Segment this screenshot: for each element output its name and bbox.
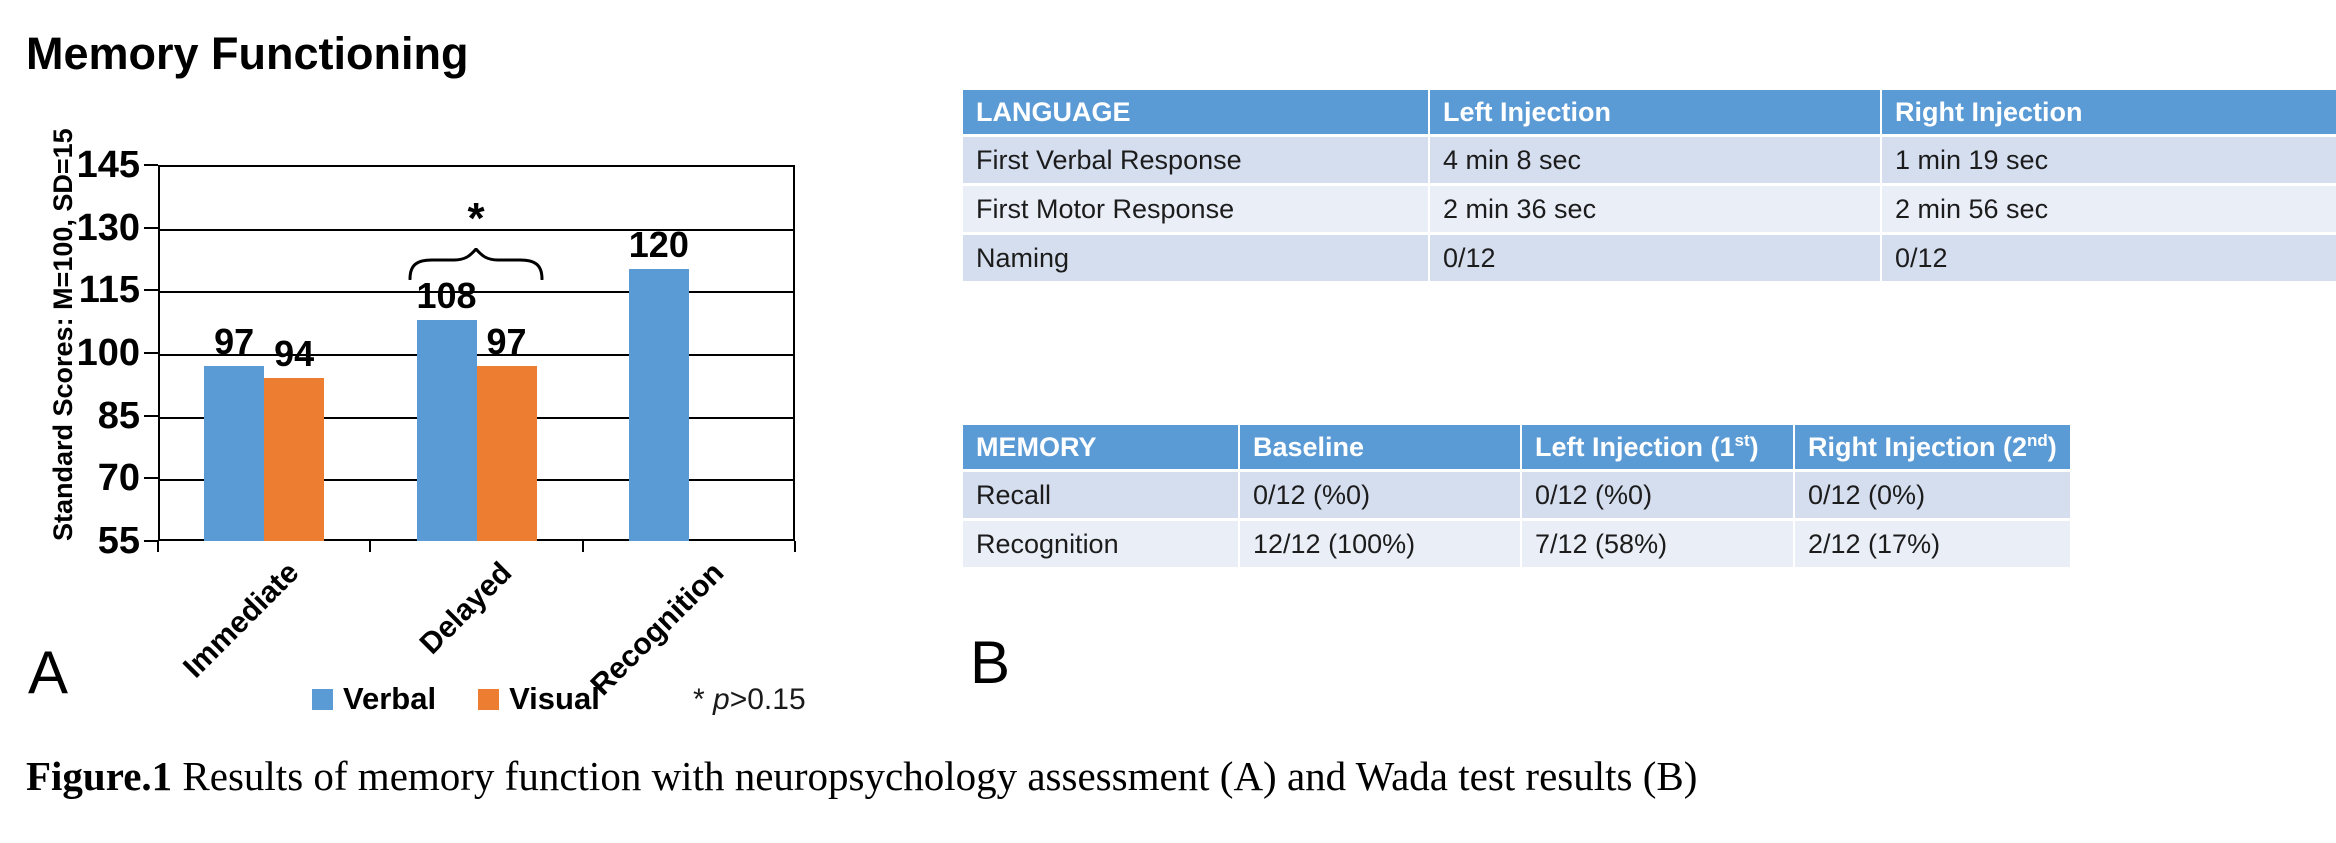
y-tick-145 <box>144 164 158 166</box>
memory-table-cell-1-2: 7/12 (58%) <box>1522 521 1795 570</box>
x-tick-2 <box>581 541 584 552</box>
memory-table-cell-1-1: 12/12 (100%) <box>1240 521 1522 570</box>
memory-table-header-0: MEMORY <box>963 425 1240 472</box>
memory-table-cell-1-0: Recognition <box>963 521 1240 570</box>
memory-table-header-2: Left Injection (1st) <box>1522 425 1795 472</box>
x-category-label-delayed: Delayed <box>413 556 518 661</box>
x-tick-1 <box>369 541 372 552</box>
significance-note: * p>0.15 <box>693 683 806 717</box>
x-tick-0 <box>157 541 159 552</box>
memory-table-header-3-sup: nd <box>2027 430 2048 450</box>
memory-table-cell-0-0: Recall <box>963 472 1240 521</box>
memory-table-header-2-sup: st <box>1734 430 1750 450</box>
language-table-cell-1-1: 2 min 36 sec <box>1430 186 1882 235</box>
language-table-cell-1-2: 2 min 56 sec <box>1882 186 2336 235</box>
language-table-cell-0-2: 1 min 19 sec <box>1882 137 2336 186</box>
memory-table-header-1: Baseline <box>1240 425 1522 472</box>
y-tick-115 <box>144 289 158 292</box>
significance-brace <box>408 246 544 281</box>
note-rest: >0.15 <box>729 683 806 716</box>
gridline-130 <box>160 228 793 231</box>
memory-table-cell-0-3: 0/12 (0%) <box>1795 472 2072 521</box>
legend-item-visual: Visual <box>478 681 600 717</box>
legend-swatch-visual <box>478 688 500 710</box>
memory-table-cell-0-1: 0/12 (%0) <box>1240 472 1522 521</box>
memory-table-cell-0-2: 0/12 (%0) <box>1522 472 1795 521</box>
y-tick-55 <box>144 540 158 542</box>
caption-text: Results of memory function with neuropsy… <box>172 753 1698 799</box>
language-table-header-2: Right Injection <box>1882 90 2336 137</box>
language-table-header-0: LANGUAGE <box>963 90 1430 137</box>
gridline-100 <box>160 354 793 356</box>
language-table-cell-2-2: 0/12 <box>1882 235 2336 284</box>
gridline-115 <box>160 291 793 294</box>
gridline-85 <box>160 416 793 419</box>
y-tick-100 <box>144 352 158 354</box>
language-table-cell-0-0: First Verbal Response <box>963 137 1430 186</box>
legend-item-verbal: Verbal <box>312 681 436 717</box>
note-star: * <box>693 683 705 716</box>
legend-label-verbal: Verbal <box>343 681 437 716</box>
gridline-70 <box>160 479 793 482</box>
chart-title: Memory Functioning <box>26 28 469 79</box>
language-table-cell-2-0: Naming <box>963 235 1430 284</box>
x-category-label-recognition: Recognition <box>584 556 731 702</box>
memory-table-cell-1-3: 2/12 (17%) <box>1795 521 2072 570</box>
legend-label-visual: Visual <box>509 681 600 716</box>
legend-swatch-verbal <box>312 688 333 710</box>
memory-table-header-3: Right Injection (2nd) <box>1795 425 2072 472</box>
x-tick-3 <box>794 541 796 552</box>
language-table-header-1: Left Injection <box>1430 90 1882 137</box>
language-table-cell-0-1: 4 min 8 sec <box>1430 137 1882 186</box>
x-category-label-immediate: Immediate <box>177 556 306 685</box>
y-axis-title: Standard Scores: M=100, SD=15 <box>48 128 78 541</box>
panel-a-label: A <box>28 639 69 706</box>
language-table-cell-1-0: First Motor Response <box>963 186 1430 235</box>
chart-legend: Verbal Visual <box>312 681 642 717</box>
caption-prefix: Figure.1 <box>26 753 173 799</box>
figure-caption: Figure.1 Results of memory function with… <box>26 752 1697 800</box>
language-table-cell-2-1: 0/12 <box>1430 235 1882 284</box>
y-tick-85 <box>144 414 158 417</box>
note-p: p <box>713 683 730 716</box>
panel-b-label: B <box>970 629 1011 696</box>
y-tick-130 <box>144 226 158 229</box>
y-tick-70 <box>144 477 158 480</box>
significance-star: * <box>467 194 485 243</box>
